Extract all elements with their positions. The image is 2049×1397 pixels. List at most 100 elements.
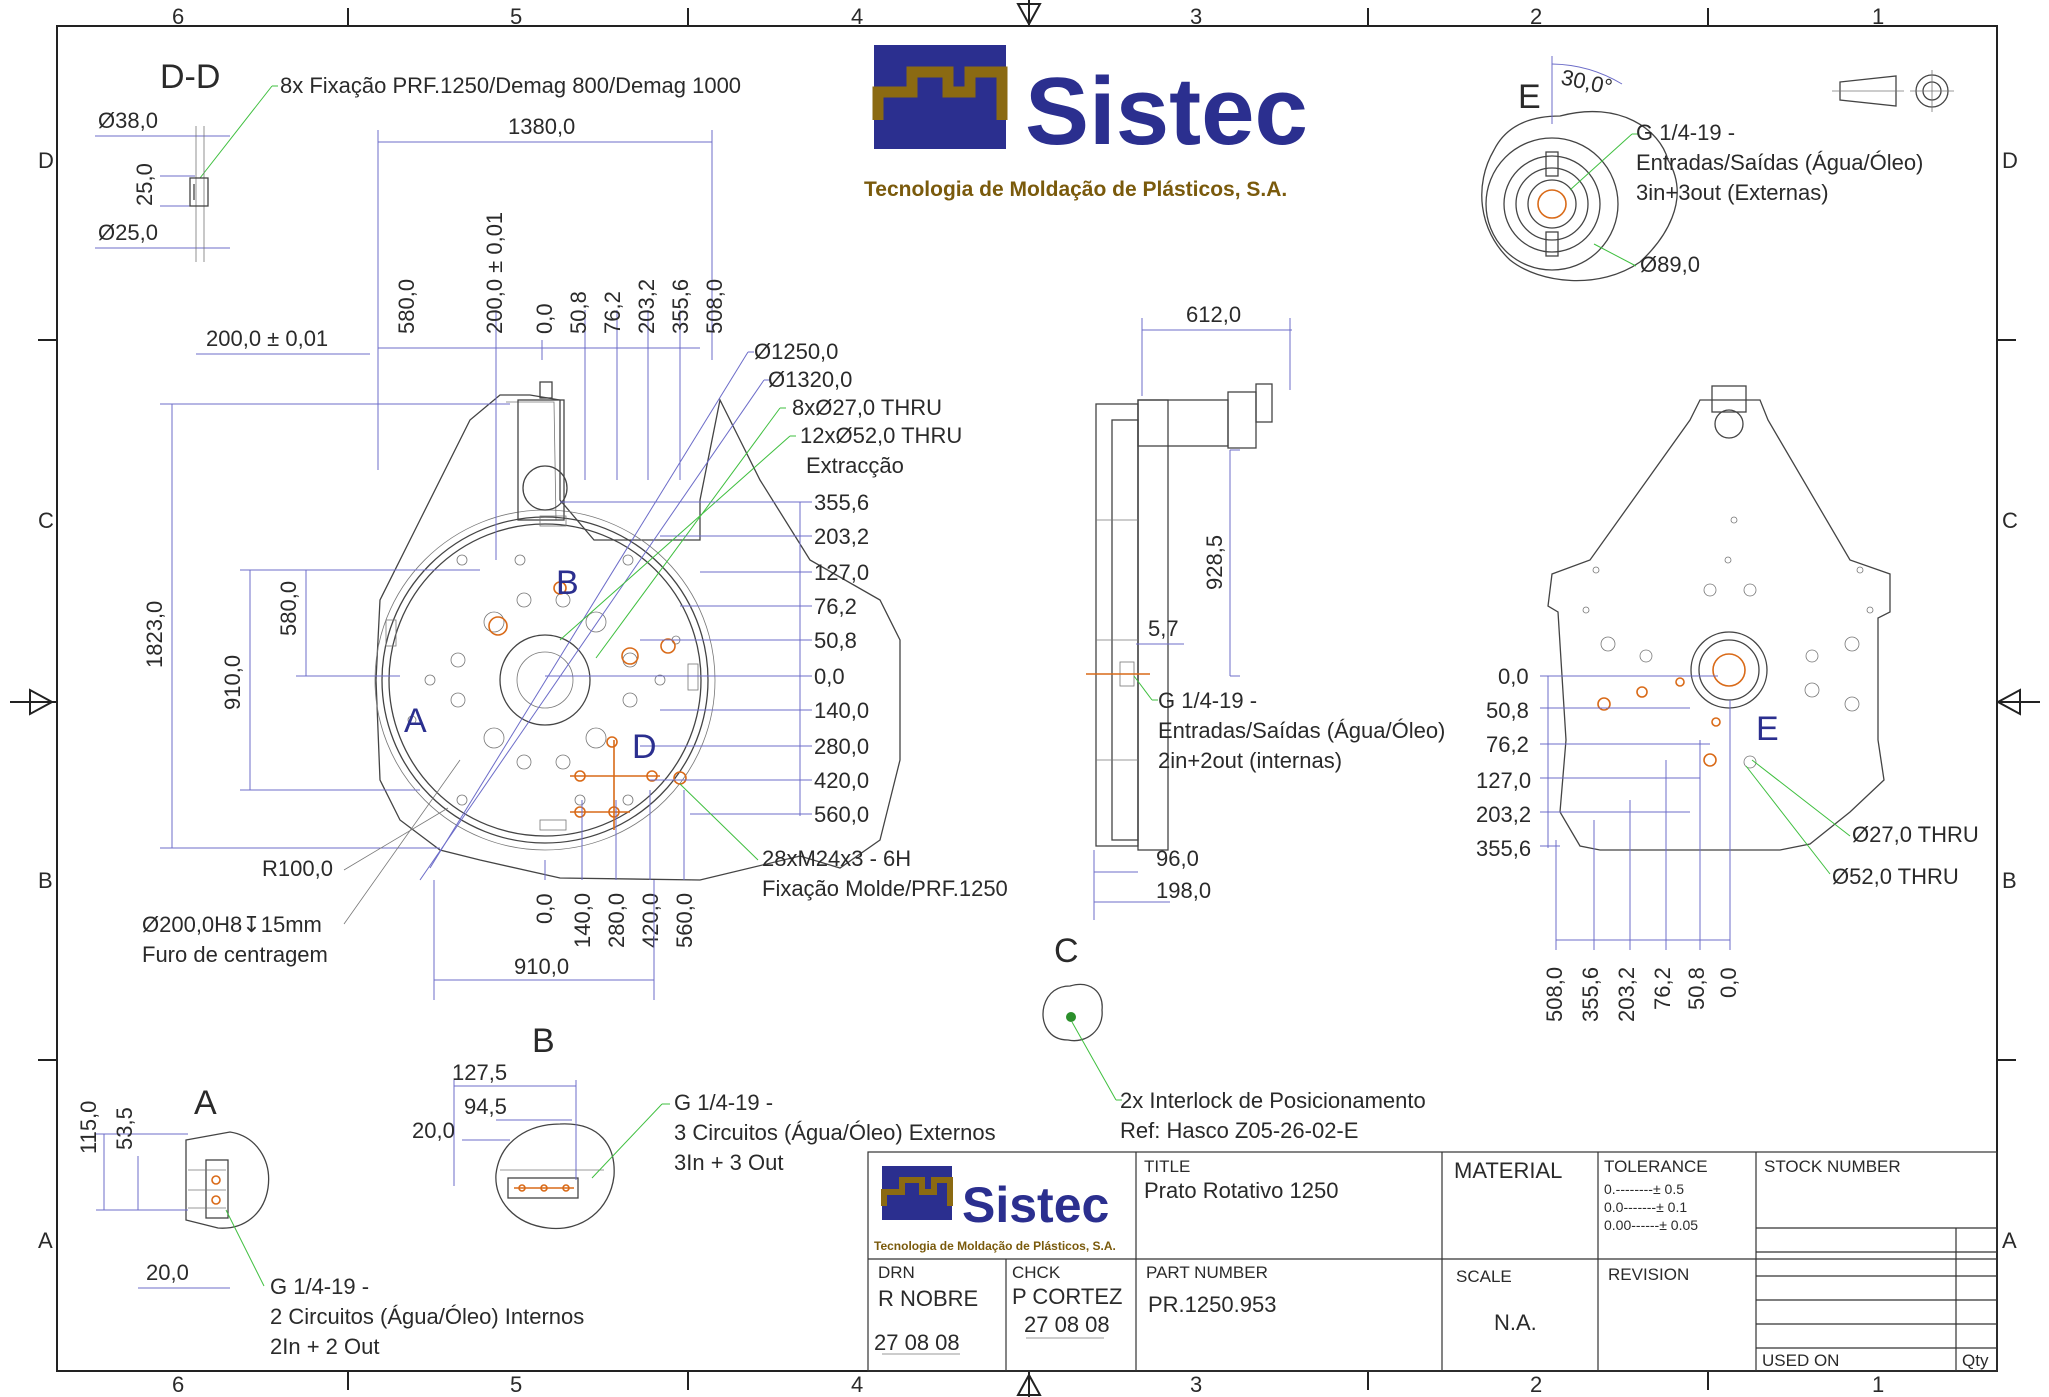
rear-bottom-ord-508: 50,8 bbox=[1684, 967, 1709, 1010]
zone-bottom-2: 2 bbox=[1530, 1372, 1542, 1397]
title-block: Sistec Tecnologia de Moldação de Plástic… bbox=[867, 1151, 1998, 1372]
zone-top-5: 5 bbox=[510, 4, 522, 29]
sistec-logo-name: Sistec bbox=[1025, 58, 1308, 165]
detail-c-note-1: 2x Interlock de Posicionamento bbox=[1120, 1088, 1426, 1113]
front-bottom-dim-910: 910,0 bbox=[514, 954, 569, 979]
part-number-header: PART NUMBER bbox=[1146, 1263, 1268, 1282]
detail-e-note-3: 3in+3out (Externas) bbox=[1636, 180, 1829, 205]
front-note-centering-1: Ø200,0H8↧15mm bbox=[142, 912, 322, 937]
front-bottom-ord-560: 560,0 bbox=[672, 893, 697, 948]
zone-left-a: A bbox=[38, 1228, 53, 1253]
front-top-dim-5080: 508,0 bbox=[702, 279, 727, 334]
used-on-label: USED ON bbox=[1762, 1351, 1839, 1370]
rear-left-ord-1270: 127,0 bbox=[1476, 768, 1531, 793]
detail-a-note-3: 2In + 2 Out bbox=[270, 1334, 379, 1359]
title-header: TITLE bbox=[1144, 1157, 1190, 1176]
front-top-dim-762: 76,2 bbox=[600, 291, 625, 334]
front-top-dim-508: 50,8 bbox=[566, 291, 591, 334]
rear-view-orange-markers bbox=[1597, 677, 1721, 767]
front-dim-1380: 1380,0 bbox=[508, 114, 575, 139]
detail-a-dim-115: 115,0 bbox=[76, 1101, 101, 1154]
chck-date: 27 08 08 bbox=[1024, 1312, 1110, 1337]
zone-top-4: 4 bbox=[851, 4, 863, 29]
section-dd-title: D-D bbox=[160, 58, 220, 96]
zone-right-b: B bbox=[2002, 868, 2017, 893]
projection-symbol bbox=[1832, 70, 1954, 112]
front-callout-1320: Ø1320,0 bbox=[768, 367, 852, 392]
title-block-logo-tagline: Tecnologia de Moldação de Plásticos, S.A… bbox=[874, 1239, 1116, 1253]
zone-bottom-1: 1 bbox=[1872, 1372, 1884, 1397]
front-callout-extraction: Extracção bbox=[806, 453, 904, 478]
detail-b-dim-1275: 127,5 bbox=[452, 1060, 507, 1085]
detail-b-note-2: 3 Circuitos (Água/Óleo) Externos bbox=[674, 1120, 996, 1145]
detail-c-note-2: Ref: Hasco Z05-26-02-E bbox=[1120, 1118, 1358, 1143]
scale-value: N.A. bbox=[1494, 1310, 1537, 1335]
front-callout-holes-52: 12xØ52,0 THRU bbox=[800, 423, 962, 448]
side-view: 612,0 928,5 5,7 G 1/4-19 - Entradas/Saíd… bbox=[1086, 302, 1445, 920]
front-top-dim-580: 580,0 bbox=[394, 279, 419, 334]
side-note-2: Entradas/Saídas (Água/Óleo) bbox=[1158, 718, 1445, 743]
front-right-ord-560: 560,0 bbox=[814, 802, 869, 827]
detail-b-title: B bbox=[532, 1022, 555, 1060]
front-bottom-ord-0: 0,0 bbox=[532, 893, 557, 924]
zone-right-a: A bbox=[2002, 1228, 2017, 1253]
zone-right-c: C bbox=[2002, 508, 2018, 533]
rear-bottom-ord-2032: 203,2 bbox=[1614, 967, 1639, 1022]
zone-bottom-4: 4 bbox=[851, 1372, 863, 1397]
detail-e-d89: Ø89,0 bbox=[1640, 252, 1700, 277]
rear-bottom-ord-762: 76,2 bbox=[1650, 967, 1675, 1010]
chck-value: P CORTEZ bbox=[1012, 1284, 1122, 1309]
detail-a-title: A bbox=[194, 1084, 217, 1122]
detail-b: B 127,5 94,5 20,0 G 1/4-19 - 3 Circuitos… bbox=[412, 1022, 996, 1230]
front-callout-holes-27: 8xØ27,0 THRU bbox=[792, 395, 942, 420]
detail-e-note-1: G 1/4-19 - bbox=[1636, 120, 1735, 145]
zone-right-d: D bbox=[2002, 148, 2018, 173]
detail-b-note-1: G 1/4-19 - bbox=[674, 1090, 773, 1115]
front-top-dim-3556: 355,6 bbox=[668, 279, 693, 334]
zone-left-d: D bbox=[38, 148, 54, 173]
front-view: 1380,0 580,0 200,0 ± 0,01 0,0 50,8 76,2 … bbox=[142, 114, 1008, 1000]
title-value: Prato Rotativo 1250 bbox=[1144, 1178, 1338, 1203]
front-top-dim-0: 0,0 bbox=[532, 303, 557, 334]
detail-a-note-2: 2 Circuitos (Água/Óleo) Internos bbox=[270, 1304, 584, 1329]
side-dim-9285: 928,5 bbox=[1202, 535, 1227, 590]
sistec-logo: Sistec Tecnologia de Moldação de Plástic… bbox=[864, 45, 1308, 201]
sistec-logo-tagline: Tecnologia de Moldação de Plásticos, S.A… bbox=[864, 178, 1287, 201]
front-left-dim-910: 910,0 bbox=[220, 655, 245, 710]
zone-bottom-6: 6 bbox=[172, 1372, 184, 1397]
zone-top-2: 2 bbox=[1530, 4, 1542, 29]
rear-left-ord-508: 50,8 bbox=[1486, 698, 1529, 723]
drn-value: R NOBRE bbox=[878, 1286, 978, 1311]
front-note-r100: R100,0 bbox=[262, 856, 333, 881]
zone-top-1: 1 bbox=[1872, 4, 1884, 29]
rear-note-hole-27: Ø27,0 THRU bbox=[1852, 822, 1979, 847]
section-dd-h25: 25,0 bbox=[132, 163, 157, 206]
title-block-logo: Sistec Tecnologia de Moldação de Plástic… bbox=[874, 1166, 1116, 1253]
tolerance-line-3: 0.00------± 0.05 bbox=[1604, 1217, 1698, 1233]
detail-c-title: C bbox=[1054, 932, 1079, 970]
detail-e-title: E bbox=[1518, 78, 1541, 116]
front-right-ord-280: 280,0 bbox=[814, 734, 869, 759]
side-note-3: 2in+2out (internas) bbox=[1158, 748, 1342, 773]
detail-a-note-1: G 1/4-19 - bbox=[270, 1274, 369, 1299]
qty-label: Qty bbox=[1962, 1351, 1989, 1370]
rear-left-ord-2032: 203,2 bbox=[1476, 802, 1531, 827]
front-tol-200: 200,0 ± 0,01 bbox=[206, 326, 328, 351]
front-view-holes bbox=[407, 554, 681, 806]
section-dd-d38: Ø38,0 bbox=[98, 108, 158, 133]
detail-a-dim-535: 53,5 bbox=[112, 1107, 137, 1150]
front-right-ord-508: 50,8 bbox=[814, 628, 857, 653]
zone-top-3: 3 bbox=[1190, 4, 1202, 29]
front-right-ord-0: 0,0 bbox=[814, 664, 845, 689]
detail-c: C 2x Interlock de Posicionamento Ref: Ha… bbox=[1042, 932, 1426, 1143]
zone-left-b: B bbox=[38, 868, 53, 893]
front-note-centering-2: Furo de centragem bbox=[142, 942, 328, 967]
title-block-logo-name: Sistec bbox=[962, 1177, 1109, 1233]
front-left-dims: 1823,0 910,0 580,0 bbox=[142, 403, 510, 849]
zone-bottom-5: 5 bbox=[510, 1372, 522, 1397]
detail-e-note-2: Entradas/Saídas (Água/Óleo) bbox=[1636, 150, 1923, 175]
rear-view: 0,0 50,8 76,2 127,0 203,2 355,6 508,0 35… bbox=[1476, 385, 1979, 1022]
side-dim-612: 612,0 bbox=[1186, 302, 1241, 327]
scale-header: SCALE bbox=[1456, 1267, 1512, 1286]
front-left-dim-1823: 1823,0 bbox=[142, 601, 167, 668]
